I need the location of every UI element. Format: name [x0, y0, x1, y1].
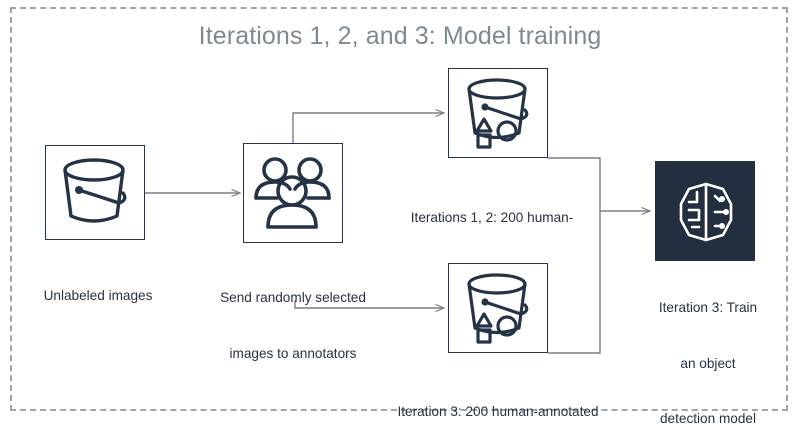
node-annotators[interactable]: [243, 143, 343, 243]
caption-train-model: Iteration 3: Train an object detection m…: [628, 262, 788, 425]
caption-line: detection model: [660, 411, 756, 425]
node-validation-labels[interactable]: [448, 263, 548, 353]
caption-line: an object: [680, 355, 736, 371]
caption-line: images to annotators: [229, 345, 357, 361]
caption-line: Iterations 1, 2: 200 human-: [410, 210, 574, 225]
node-unlabeled-images[interactable]: [45, 145, 145, 240]
storage-bucket-icon: [46, 146, 144, 238]
people-group-icon: [244, 144, 342, 241]
caption-validation-labels: Iteration 3: 200 human-annotated validat…: [358, 366, 638, 425]
node-train-model[interactable]: [655, 161, 755, 261]
caption-line: Unlabeled images: [43, 288, 153, 303]
caption-annotators: Send randomly selected images to annotat…: [190, 252, 396, 400]
neural-network-brain-icon: [656, 162, 754, 262]
labeled-storage-bucket-icon: [449, 264, 547, 351]
caption-line: Send randomly selected: [220, 290, 366, 305]
diagram-frame-border: [10, 7, 788, 411]
caption-line: Iteration 3: Train: [658, 300, 758, 315]
caption-line: Iteration 3: 200 human-annotated: [397, 404, 599, 419]
caption-unlabeled-images: Unlabeled images: [0, 250, 196, 343]
labeled-storage-bucket-icon: [449, 69, 547, 156]
node-training-labels[interactable]: [448, 68, 548, 158]
diagram-title: Iterations 1, 2, and 3: Model training: [198, 22, 602, 50]
